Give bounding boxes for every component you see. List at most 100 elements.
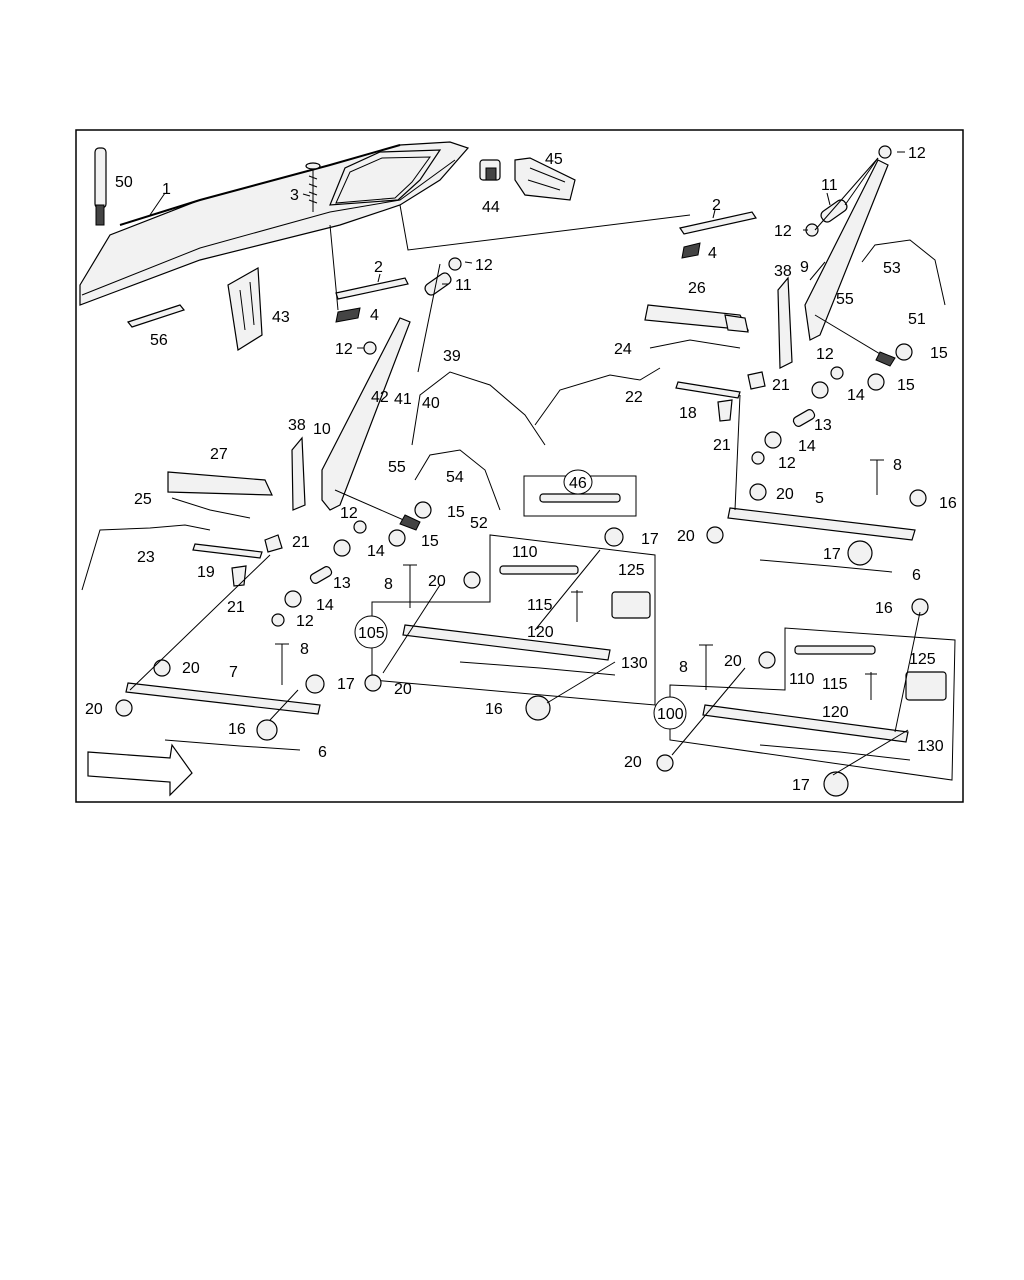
label-2a: 2 bbox=[712, 197, 721, 214]
part-26-cover bbox=[644, 304, 750, 333]
part-7-rail bbox=[125, 682, 321, 715]
label-11b: 11 bbox=[455, 277, 472, 294]
screws bbox=[275, 459, 884, 700]
label-21c: 21 bbox=[292, 534, 310, 551]
part-110-strut-a bbox=[499, 565, 579, 575]
callout-labels: 50 1 3 44 45 12 11 2 12 4 2 12 11 4 43 5… bbox=[85, 145, 957, 794]
label-15c: 15 bbox=[447, 504, 465, 521]
part-43-bracket bbox=[227, 267, 263, 351]
label-105: 105 bbox=[358, 625, 385, 642]
diagram-frame bbox=[75, 129, 964, 803]
label-39: 39 bbox=[443, 348, 461, 365]
label-110a: 110 bbox=[512, 544, 538, 561]
label-45: 45 bbox=[545, 151, 563, 168]
label-110b: 110 bbox=[789, 671, 815, 688]
part-25-harness bbox=[171, 497, 251, 519]
label-52: 52 bbox=[470, 515, 488, 532]
label-12a: 12 bbox=[908, 145, 926, 162]
label-120a: 120 bbox=[527, 624, 554, 641]
label-20f: 20 bbox=[85, 701, 103, 718]
label-14d: 14 bbox=[316, 597, 334, 614]
part-22-cable bbox=[534, 367, 661, 426]
part-125-bracket-a bbox=[611, 591, 651, 619]
part-45-bracket bbox=[514, 157, 576, 201]
label-54: 54 bbox=[446, 469, 464, 486]
part-6-harness-left bbox=[164, 739, 301, 751]
assembly-100-box bbox=[669, 627, 956, 781]
label-56: 56 bbox=[150, 332, 168, 349]
label-5: 5 bbox=[815, 490, 824, 507]
label-42: 42 bbox=[371, 389, 389, 406]
assembly-100-marker bbox=[653, 696, 687, 730]
label-38b: 38 bbox=[288, 417, 306, 434]
part-2-left-rail bbox=[335, 277, 409, 323]
label-44: 44 bbox=[482, 199, 500, 216]
label-14b: 14 bbox=[798, 438, 816, 455]
label-13a: 13 bbox=[814, 417, 832, 434]
label-16c: 16 bbox=[228, 721, 246, 738]
label-55a: 55 bbox=[836, 291, 854, 308]
part-38-right-trim bbox=[777, 276, 793, 369]
label-23: 23 bbox=[137, 549, 155, 566]
label-21d: 21 bbox=[227, 599, 245, 616]
label-20b: 20 bbox=[677, 528, 695, 545]
label-130a: 130 bbox=[621, 655, 648, 672]
part-18-bracket bbox=[675, 381, 741, 399]
label-1: 1 bbox=[162, 181, 171, 198]
label-6b: 6 bbox=[318, 744, 327, 761]
leader-lines bbox=[129, 151, 921, 776]
label-125b: 125 bbox=[909, 651, 936, 668]
label-12e: 12 bbox=[816, 346, 834, 363]
label-4a: 4 bbox=[708, 245, 717, 262]
label-55b: 55 bbox=[388, 459, 406, 476]
label-115a: 115 bbox=[527, 597, 553, 614]
label-24: 24 bbox=[614, 341, 632, 358]
part-3-screw bbox=[305, 162, 321, 212]
label-21a: 21 bbox=[772, 377, 790, 394]
label-16a: 16 bbox=[939, 495, 957, 512]
label-12c: 12 bbox=[475, 257, 493, 274]
label-115b: 115 bbox=[822, 676, 848, 693]
label-21b: 21 bbox=[713, 437, 731, 454]
label-7: 7 bbox=[229, 664, 238, 681]
label-120b: 120 bbox=[822, 704, 849, 721]
part-50-rod bbox=[94, 147, 107, 226]
direction-arrow bbox=[87, 743, 193, 797]
label-3: 3 bbox=[290, 187, 299, 204]
label-53: 53 bbox=[883, 260, 901, 277]
part-53-cable bbox=[861, 239, 946, 306]
label-17d: 17 bbox=[792, 777, 810, 794]
label-100: 100 bbox=[657, 706, 684, 723]
label-4b: 4 bbox=[370, 307, 379, 324]
part-10-left-arm bbox=[321, 317, 421, 531]
label-20g: 20 bbox=[724, 653, 742, 670]
part-24-harness bbox=[649, 339, 741, 349]
label-17b: 17 bbox=[641, 531, 659, 548]
part-6-harness-right bbox=[759, 559, 893, 573]
part-27-cover bbox=[167, 471, 273, 496]
label-41: 41 bbox=[394, 391, 412, 408]
label-9: 9 bbox=[800, 259, 809, 276]
roof-panel bbox=[79, 141, 691, 311]
label-20c: 20 bbox=[428, 573, 446, 590]
label-46: 46 bbox=[569, 475, 587, 492]
label-8d: 8 bbox=[679, 659, 688, 676]
part-19-bracket bbox=[192, 543, 263, 559]
part-23-cable bbox=[81, 524, 211, 591]
label-2b: 2 bbox=[374, 259, 383, 276]
part-105-rail bbox=[402, 624, 611, 661]
label-20a: 20 bbox=[776, 486, 794, 503]
label-22: 22 bbox=[625, 389, 643, 406]
part-54-cable bbox=[414, 449, 501, 511]
part-11-left-strut bbox=[424, 272, 452, 296]
label-20h: 20 bbox=[624, 754, 642, 771]
label-8a: 8 bbox=[893, 457, 902, 474]
label-15d: 15 bbox=[421, 533, 439, 550]
part-44-clip bbox=[479, 159, 501, 181]
label-130b: 130 bbox=[917, 738, 944, 755]
part-38-left-trim bbox=[291, 436, 306, 511]
label-6a: 6 bbox=[912, 567, 921, 584]
assembly-46-marker bbox=[563, 469, 593, 495]
part-110-strut-b bbox=[794, 645, 876, 655]
label-20e: 20 bbox=[182, 660, 200, 677]
